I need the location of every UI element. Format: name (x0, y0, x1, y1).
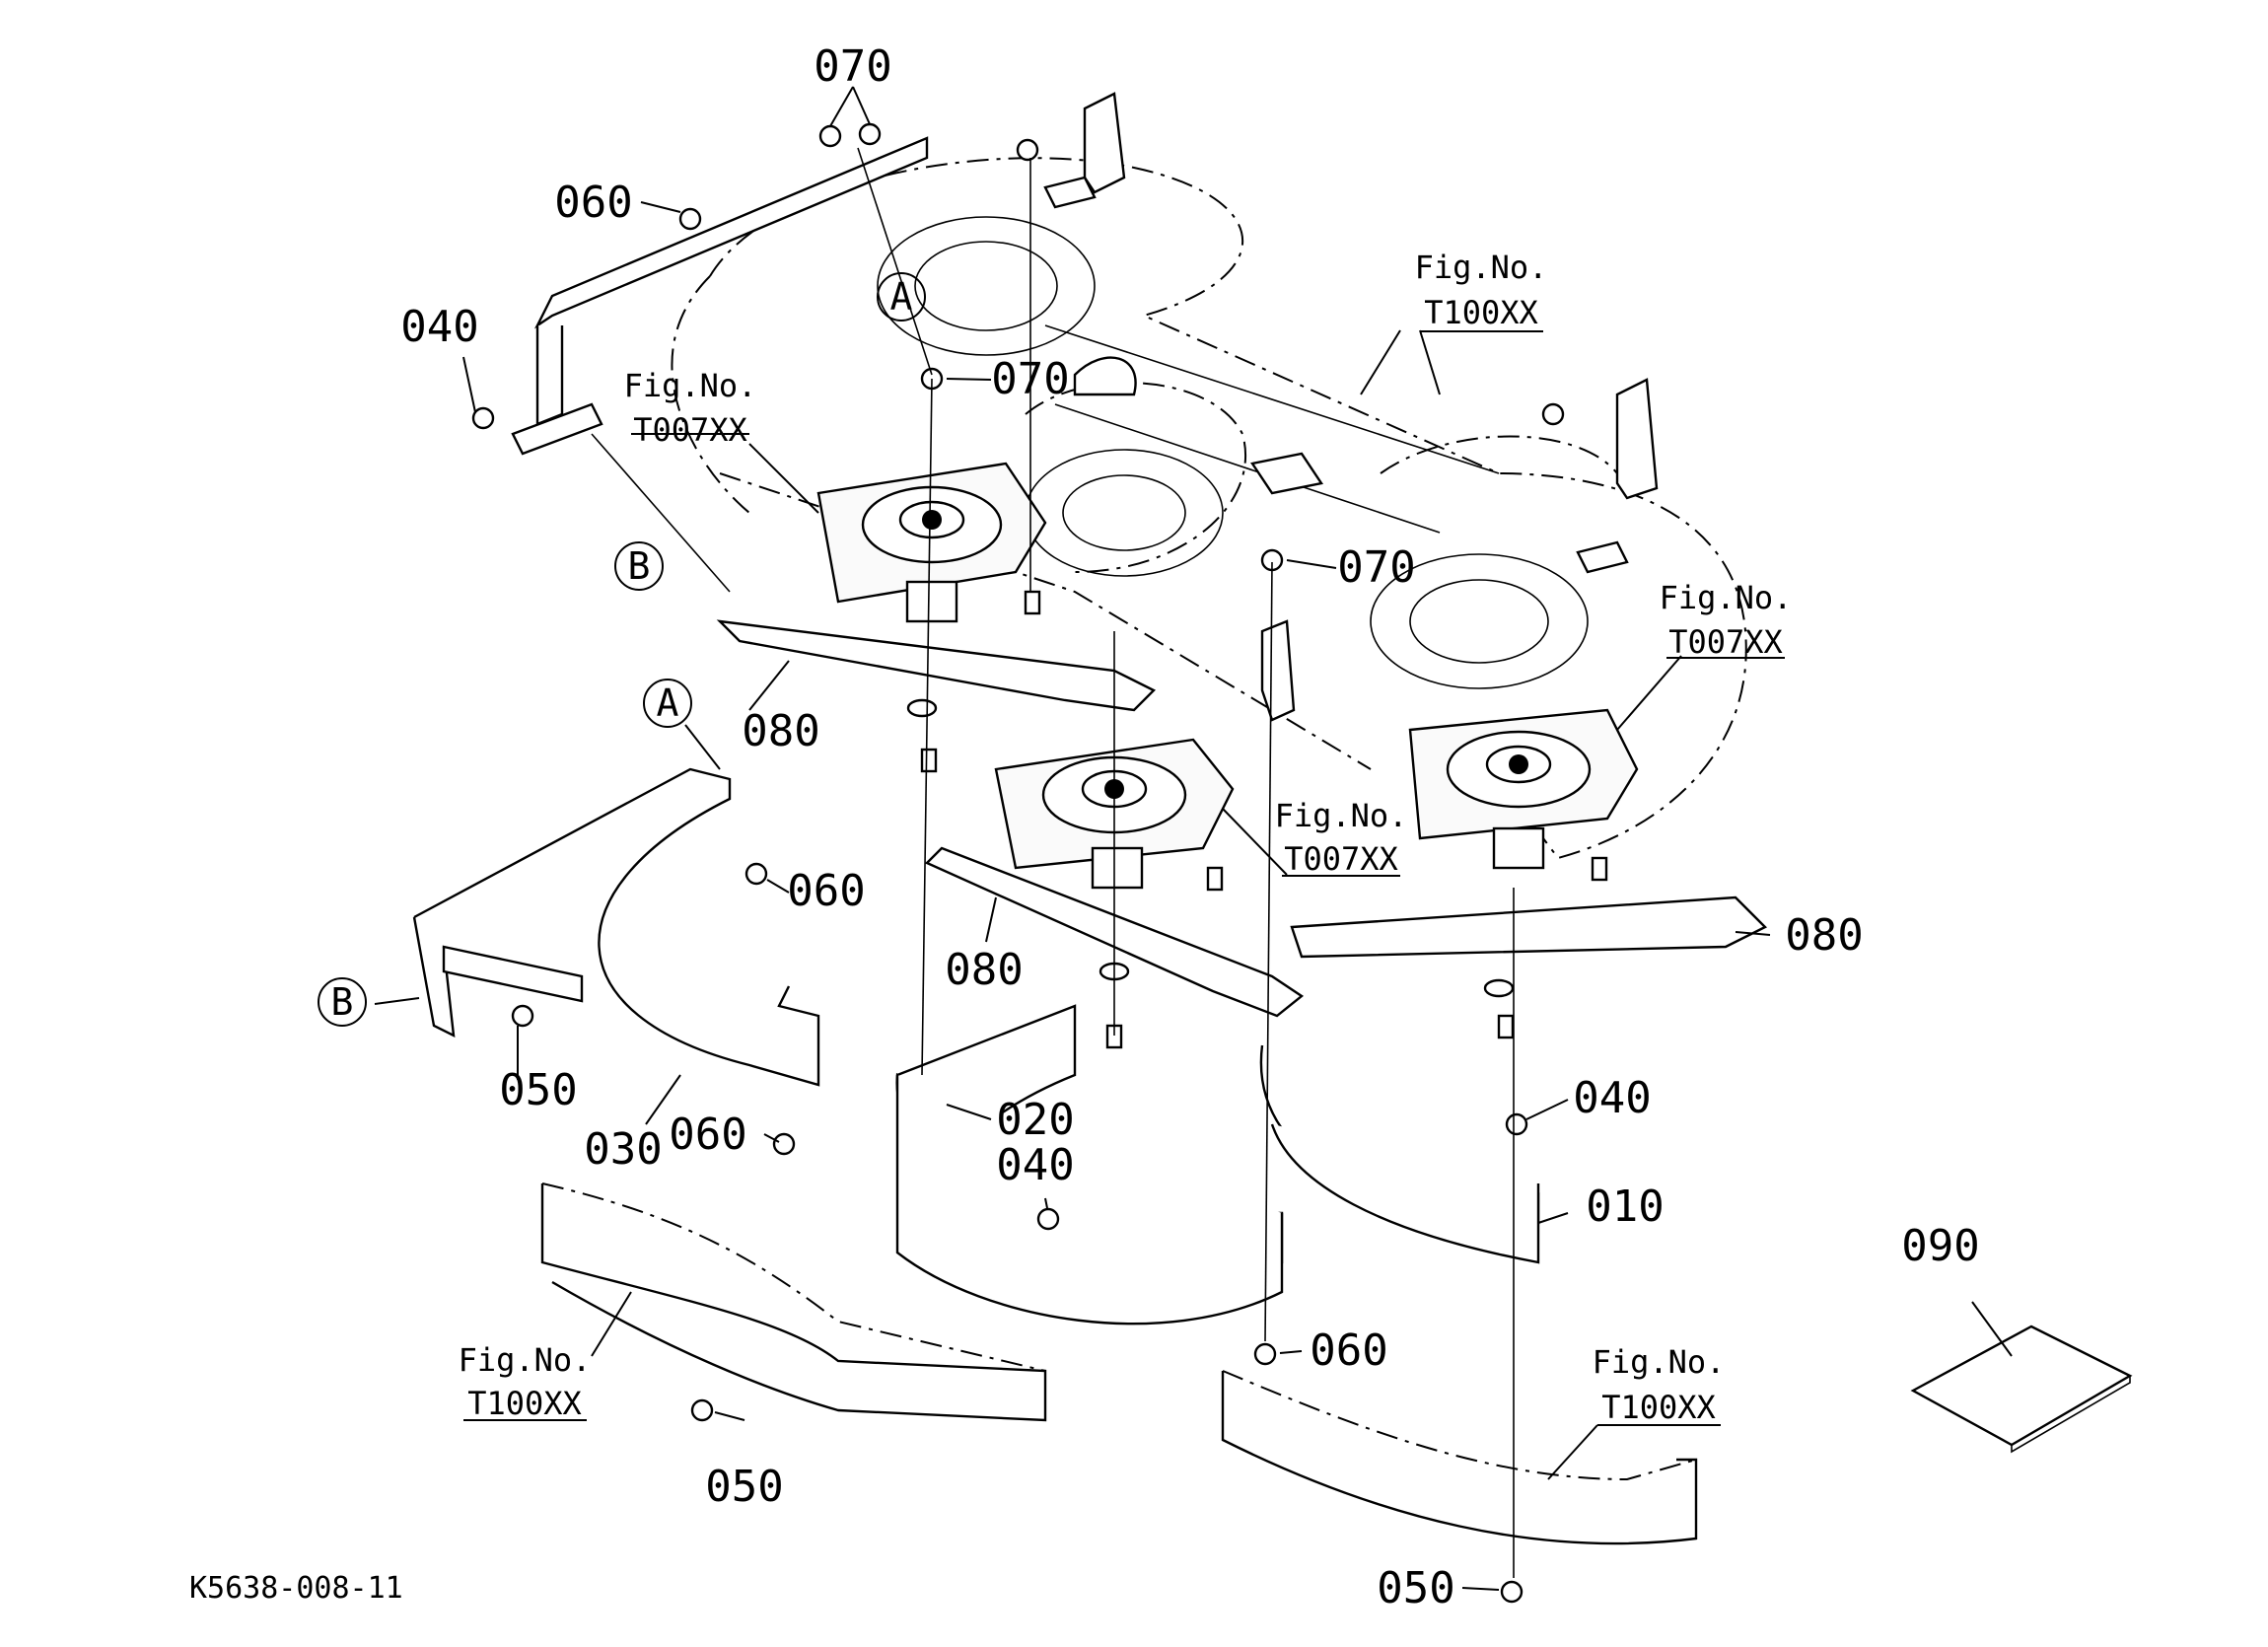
leader-lines (374, 86, 2013, 1591)
callout-040-right: 040 (1573, 1073, 1651, 1123)
assembly-axis-lines (857, 147, 1515, 1578)
figref-5-line2: T100XX (467, 1385, 582, 1422)
chute-bottom-left (540, 1182, 1047, 1422)
figref-6-line2: T100XX (1601, 1389, 1716, 1426)
figref-4-line2: T007XX (1284, 840, 1398, 878)
figref-6-line1: Fig.No. (1593, 1343, 1726, 1381)
figure-references: Fig.No. T100XX Fig.No. T007XX Fig.No. T0… (459, 249, 1793, 1426)
callout-050-bottom: 050 (705, 1462, 783, 1512)
marker-a-left: A (643, 679, 692, 728)
spindle-assembly-left (816, 462, 1047, 623)
callout-070-mid: 070 (991, 354, 1069, 404)
callout-040-left: 040 (400, 302, 478, 352)
marker-a-left-label: A (657, 681, 679, 725)
baffle-010 (1259, 1044, 1540, 1264)
callout-060-b: 060 (669, 1110, 746, 1160)
part-callouts: 070 060 040 070 070 080 060 080 080 050 … (400, 41, 1979, 1613)
callout-080-mid: 080 (945, 945, 1023, 995)
callout-090: 090 (1901, 1221, 1979, 1271)
figref-4-line1: Fig.No. (1275, 797, 1408, 834)
marker-a-top: A (877, 272, 926, 322)
callout-040-mid: 040 (996, 1140, 1074, 1190)
figref-3-line1: Fig.No. (1660, 579, 1793, 616)
figref-2-line1: Fig.No. (624, 367, 757, 404)
callout-070-top: 070 (814, 41, 891, 92)
mower-deck-housing (511, 92, 1747, 860)
marker-b-left: B (318, 977, 367, 1027)
callout-030: 030 (584, 1124, 662, 1175)
callout-080-left: 080 (742, 706, 819, 756)
callout-080-right: 080 (1785, 910, 1863, 961)
figref-2-line2: T007XX (633, 411, 747, 449)
hardware-fasteners (471, 122, 1608, 1604)
callout-070-right: 070 (1337, 542, 1415, 593)
marker-b-top-label: B (628, 544, 651, 588)
callout-060-top: 060 (554, 178, 632, 228)
figref-1-line1: Fig.No. (1415, 249, 1548, 286)
callout-050-left: 050 (499, 1065, 577, 1115)
drawing-code: K5638-008-11 (189, 1571, 403, 1606)
figref-5-line1: Fig.No. (459, 1341, 592, 1379)
spindle-assembly-right (1408, 708, 1639, 870)
callout-050-bottom-right: 050 (1377, 1563, 1454, 1613)
callout-060-c: 060 (1310, 1325, 1387, 1376)
marker-b-top: B (614, 541, 664, 591)
blade-right (1290, 895, 1768, 959)
callout-010: 010 (1586, 1182, 1664, 1232)
chute-bottom-right (1221, 1370, 1698, 1545)
operator-manual-090 (1910, 1325, 2133, 1454)
marker-a-top-label: A (890, 275, 913, 319)
baffle-030 (412, 767, 820, 1087)
figref-3-line2: T007XX (1668, 623, 1783, 661)
figure-reference-underlines (463, 330, 1785, 1426)
callout-020: 020 (996, 1095, 1074, 1145)
baffle-020 (895, 1004, 1284, 1325)
callout-060-a: 060 (787, 866, 865, 916)
figref-1-line2: T100XX (1424, 294, 1538, 331)
marker-b-left-label: B (331, 980, 354, 1024)
